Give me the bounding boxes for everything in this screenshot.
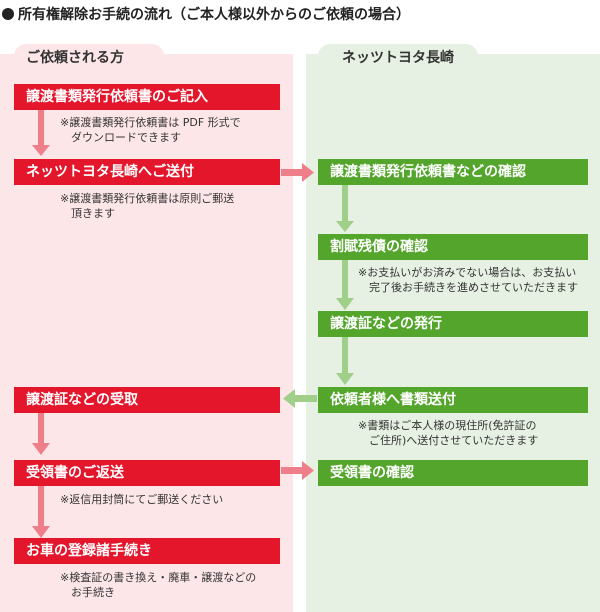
step-receive-certificate: 譲渡証などの受取	[14, 387, 280, 413]
arrow-right-2-head	[336, 298, 354, 310]
arrow-right-3-head	[336, 373, 354, 385]
note-line: ※譲渡書類発行依頼書は PDF 形式で	[60, 116, 241, 129]
left-column-panel	[0, 54, 293, 612]
note-send-to-netz: ※譲渡書類発行依頼書は原則ご郵送 頂きます	[60, 191, 234, 221]
arrow-right-1	[342, 185, 348, 225]
note-line: ※返信用封筒にてご郵送ください	[60, 493, 224, 506]
arrow-right-3	[342, 335, 348, 375]
note-line: ダウンロードできます	[71, 131, 181, 144]
step-send-documents: 依頼者様へ書類送付	[318, 387, 588, 413]
step-check-installment: 割賦残債の確認	[318, 234, 588, 260]
bullet-icon	[2, 8, 14, 20]
arrow-h-send	[281, 169, 304, 176]
note-line: ※書類はご本人様の現住所(免許証の	[358, 419, 537, 432]
arrow-h-return-head	[302, 461, 314, 480]
right-column-header: ネッツトヨタ長崎	[318, 44, 478, 72]
note-line: ※お支払いがお済みでない場合は、お支払い	[358, 266, 577, 279]
left-column-header: ご依頼される方	[14, 44, 164, 72]
step-send-to-netz: ネッツトヨタ長崎へご送付	[14, 159, 280, 185]
page-title: 所有権解除お手続の流れ（ご本人様以外からのご依頼の場合）	[2, 4, 410, 24]
page-title-text: 所有権解除お手続の流れ（ご本人様以外からのご依頼の場合）	[18, 7, 410, 23]
step-confirm-receipt: 受領書の確認	[318, 460, 588, 486]
arrow-left-2-head	[32, 443, 50, 455]
note-line: 完了後お手続きを進めさせていただきます	[369, 281, 578, 294]
arrow-h-send-head	[302, 163, 314, 182]
arrow-left-1-head	[32, 145, 50, 156]
arrow-h-deliver-head	[283, 389, 295, 408]
note-line: ※検査証の書き換え・廃車・譲渡などの	[60, 571, 257, 584]
arrow-left-2	[38, 413, 44, 447]
arrow-h-return	[281, 467, 304, 474]
arrow-left-3-head	[32, 526, 50, 538]
arrow-left-1	[38, 110, 44, 150]
step-return-receipt: 受領書のご返送	[14, 460, 280, 486]
note-line: 頂きます	[71, 207, 115, 220]
note-line: お手続き	[71, 586, 115, 599]
note-check-installment: ※お支払いがお済みでない場合は、お支払い 完了後お手続きを進めさせていただきます	[358, 265, 578, 295]
note-line: ご住所)へ送付させていただきます	[369, 434, 539, 447]
note-vehicle-registration: ※検査証の書き換え・廃車・譲渡などの お手続き	[60, 570, 256, 600]
arrow-right-2	[342, 257, 348, 302]
step-issue-certificate: 譲渡証などの発行	[318, 311, 588, 337]
note-return-receipt: ※返信用封筒にてご郵送ください	[60, 492, 223, 507]
arrow-right-1-head	[336, 221, 354, 232]
step-vehicle-registration: お車の登録諸手続き	[14, 538, 280, 564]
note-fill-request-form: ※譲渡書類発行依頼書は PDF 形式で ダウンロードできます	[60, 115, 241, 145]
step-fill-request-form: 譲渡書類発行依頼書のご記入	[14, 84, 280, 110]
note-line: ※譲渡書類発行依頼書は原則ご郵送	[60, 192, 235, 205]
arrow-h-deliver	[293, 395, 317, 402]
note-send-documents: ※書類はご本人様の現住所(免許証の ご住所)へ送付させていただきます	[358, 418, 538, 448]
step-check-documents: 譲渡書類発行依頼書などの確認	[318, 159, 588, 185]
arrow-left-3	[38, 486, 44, 531]
